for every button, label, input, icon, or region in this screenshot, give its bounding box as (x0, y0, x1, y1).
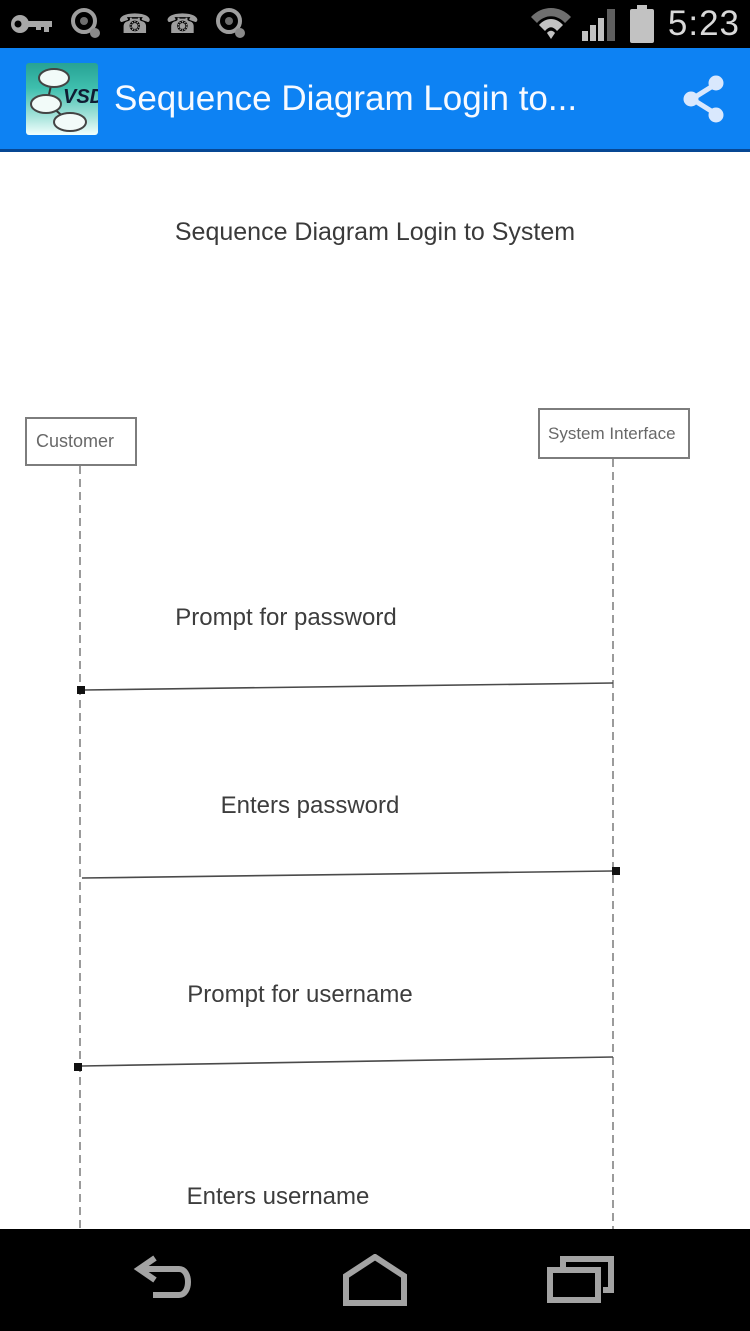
arrowhead-left-icon (77, 686, 85, 694)
system-status-icons: 5:23 (530, 0, 740, 48)
message-line-1 (83, 682, 614, 691)
message-label-2: Enters password (220, 792, 400, 819)
actor-label: System Interface (548, 423, 676, 443)
home-button[interactable] (330, 1247, 420, 1313)
message-label-4: Enters username (186, 1183, 370, 1210)
key-icon (11, 15, 52, 33)
app-logo-text: VSD (63, 86, 98, 108)
navigation-bar (0, 1229, 750, 1331)
diagram-title: Sequence Diagram Login to System (174, 218, 576, 246)
arrowhead-left-icon (74, 1063, 82, 1071)
phone-icon: ☎ (118, 8, 152, 40)
back-button[interactable] (118, 1247, 208, 1313)
notification-icons: ☎ ☎ (10, 6, 249, 42)
alarm-icon (71, 8, 100, 38)
actor-box-system-interface[interactable]: System Interface (538, 408, 690, 459)
clock-time: 5:23 (667, 4, 740, 43)
arrowhead-right-icon (612, 867, 620, 875)
battery-icon (629, 5, 654, 43)
alarm-icon (216, 8, 246, 38)
wifi-icon (530, 8, 571, 39)
actor-box-customer[interactable]: Customer (25, 417, 137, 466)
actor-label: Customer (36, 431, 115, 451)
share-button[interactable] (678, 71, 730, 127)
message-label-3: Prompt for username (187, 981, 413, 1008)
back-icon (133, 1255, 191, 1298)
recents-button[interactable] (535, 1247, 625, 1313)
recents-icon (547, 1256, 614, 1303)
app-bar-title: Sequence Diagram Login to... (114, 78, 578, 118)
diagram-canvas[interactable]: Sequence Diagram Login to System Custome… (0, 155, 750, 1229)
app-logo-icon: VSD (26, 62, 98, 135)
app-bar: VSD Sequence Diagram Login to... (0, 48, 750, 152)
home-icon (343, 1254, 407, 1306)
sequence-lines (74, 459, 620, 1229)
phone-icon: ☎ (165, 8, 200, 40)
message-line-3 (81, 1056, 614, 1067)
message-label-1: Prompt for password (175, 604, 397, 631)
status-bar: ☎ ☎ 5:23 (0, 0, 750, 48)
signal-icon (581, 9, 615, 41)
share-icon (683, 75, 724, 122)
message-line-2 (81, 870, 613, 879)
